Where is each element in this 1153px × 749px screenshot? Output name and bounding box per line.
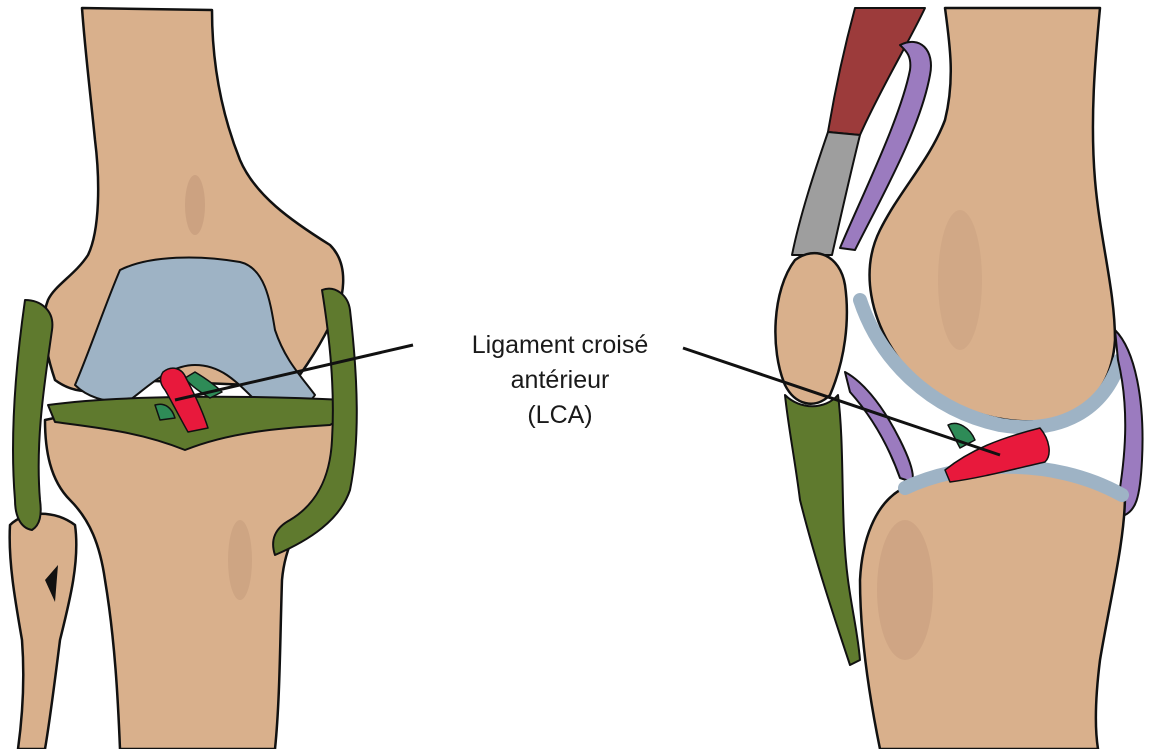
femur-side-shading: [938, 210, 982, 350]
anterior-capsule: [845, 372, 913, 482]
lateral-collateral-ligament: [13, 300, 52, 530]
patellar-ligament: [785, 395, 860, 665]
fibula: [10, 514, 77, 749]
acl-label-line-2: antérieur: [430, 363, 690, 398]
acl-label-line-1: Ligament croisé: [430, 328, 690, 363]
front-view-knee: [10, 8, 357, 749]
tibia-side-shading: [877, 520, 933, 660]
acl-label: Ligament croisé antérieur (LCA): [430, 328, 690, 433]
tibia-shading: [228, 520, 252, 600]
tibia: [45, 403, 346, 749]
patella: [775, 253, 846, 404]
femur-side: [870, 8, 1115, 421]
acl-label-line-3: (LCA): [430, 398, 690, 433]
side-view-knee: [775, 8, 1142, 749]
femur-shading: [185, 175, 205, 235]
